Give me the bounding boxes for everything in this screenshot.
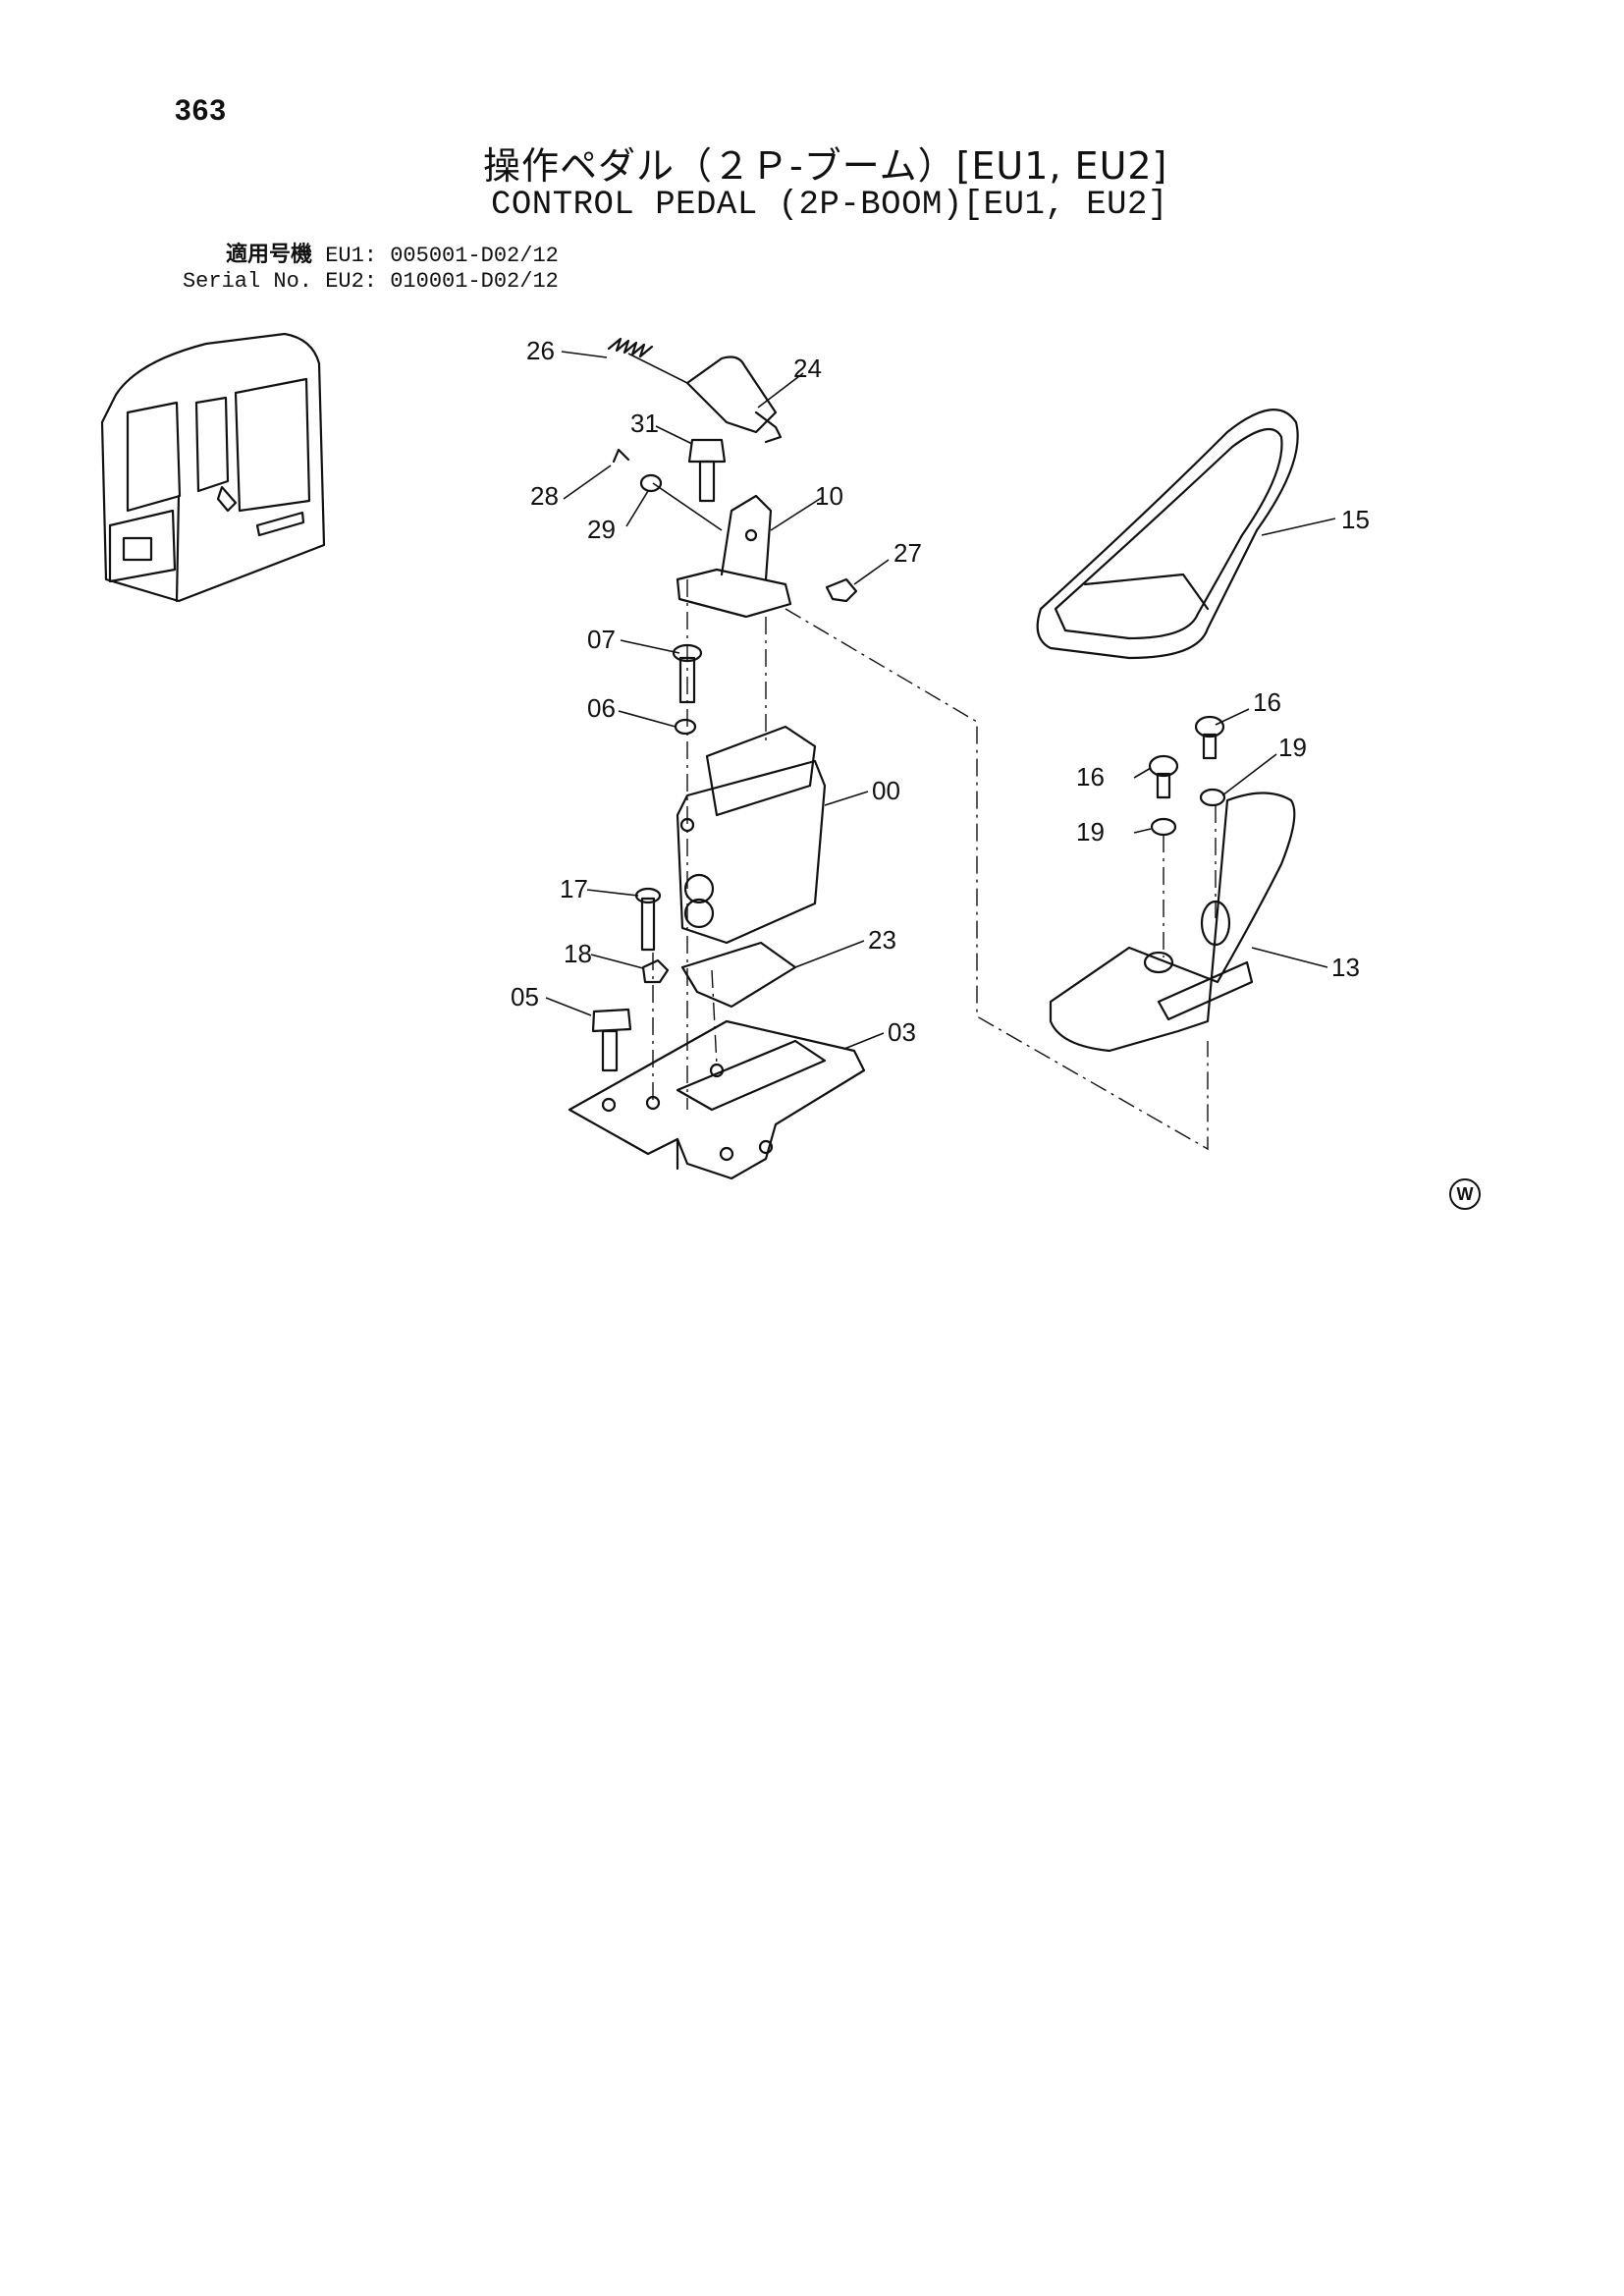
bolt-part-31 — [687, 438, 727, 503]
bracket-part-24 — [685, 355, 778, 434]
callout-03: 03 — [888, 1017, 916, 1047]
cab-illustration — [100, 332, 326, 603]
pedal-part-13 — [1049, 792, 1296, 1053]
callout-23: 23 — [868, 925, 896, 955]
callout-00: 00 — [872, 776, 900, 805]
serial-model-2: EU2: — [325, 269, 378, 294]
w-mark: W — [1449, 1178, 1481, 1210]
serial-label-jp: 適用号機 — [225, 244, 312, 268]
bolt-part-05 — [591, 1008, 632, 1072]
washer-part-06 — [674, 718, 697, 736]
spring-part-26 — [607, 337, 654, 358]
callout-19-right: 19 — [1278, 733, 1307, 762]
callout-16-right: 16 — [1253, 687, 1281, 717]
pin-part-27 — [825, 577, 858, 603]
page-title-en: CONTROL PEDAL (2P-BOOM)[EU1, EU2] — [491, 187, 1168, 224]
bolt-part-17 — [634, 887, 662, 952]
page-number: 363 — [175, 94, 228, 127]
valve-part-00 — [676, 725, 827, 945]
base-plate-part-03 — [568, 1019, 866, 1180]
serial-range-2: 010001-D02/12 — [390, 269, 559, 294]
callout-17: 17 — [560, 874, 588, 903]
center-lines — [652, 579, 1217, 1151]
screw-part-16-left — [1148, 754, 1179, 799]
callout-31: 31 — [630, 409, 659, 438]
serial-range-1: 005001-D02/12 — [390, 244, 559, 268]
serial-row-2: Serial No. EU2: 010001-D02/12 — [175, 269, 559, 295]
callout-05: 05 — [511, 982, 539, 1011]
callout-labels: 26 24 31 28 29 10 27 15 07 06 00 16 19 1… — [511, 336, 1370, 1047]
callout-18: 18 — [564, 939, 592, 968]
pedal-cover-part-15 — [1036, 409, 1299, 660]
bracket-part-10 — [676, 494, 792, 619]
callout-24: 24 — [793, 354, 822, 383]
callout-26: 26 — [526, 336, 555, 365]
callout-28: 28 — [530, 481, 559, 511]
callout-15: 15 — [1341, 505, 1370, 534]
callout-19-left: 19 — [1076, 817, 1105, 847]
nut-part-18 — [641, 958, 670, 984]
callout-13: 13 — [1331, 953, 1360, 982]
serial-block: 適用号機 EU1: 005001-D02/12 Serial No. EU2: … — [175, 244, 559, 295]
washer-part-19-right — [1199, 788, 1226, 807]
shim-part-23 — [680, 941, 797, 1009]
screw-part-16-right — [1194, 715, 1225, 760]
callout-29: 29 — [587, 515, 616, 544]
leader-lines — [545, 351, 1336, 1050]
serial-row-1: 適用号機 EU1: 005001-D02/12 — [175, 244, 559, 269]
callout-27: 27 — [893, 538, 922, 568]
serial-label-en: Serial No. — [182, 269, 312, 294]
serial-model-1: EU1: — [325, 244, 378, 268]
page-title-jp: 操作ペダル（２Ｐ-ブーム）[EU1, EU2] — [483, 144, 1168, 188]
callout-16-left: 16 — [1076, 762, 1105, 792]
washer-part-29 — [639, 473, 663, 493]
callout-10: 10 — [815, 481, 843, 511]
callout-06: 06 — [587, 693, 616, 723]
pin-part-28 — [612, 448, 630, 464]
callout-07: 07 — [587, 625, 616, 654]
washer-part-19-left — [1150, 817, 1177, 837]
